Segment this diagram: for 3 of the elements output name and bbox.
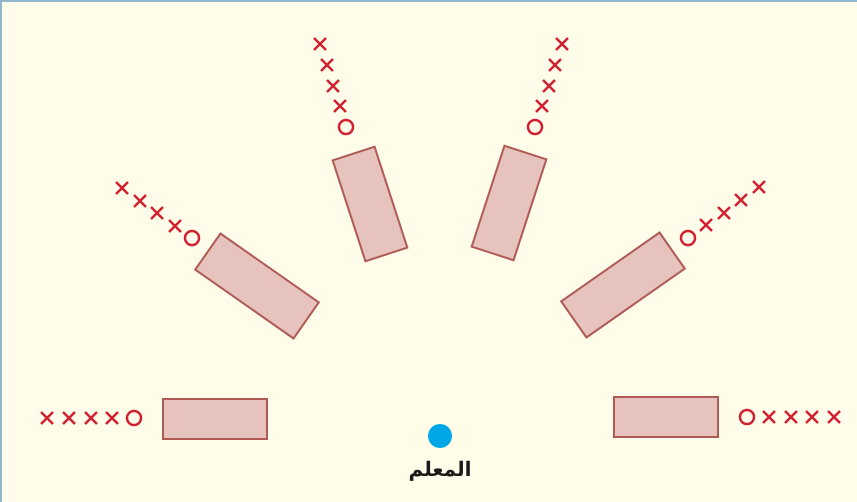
teacher-label: المعلم [408, 456, 472, 483]
table-mat [613, 396, 719, 438]
table-mat [162, 398, 268, 440]
